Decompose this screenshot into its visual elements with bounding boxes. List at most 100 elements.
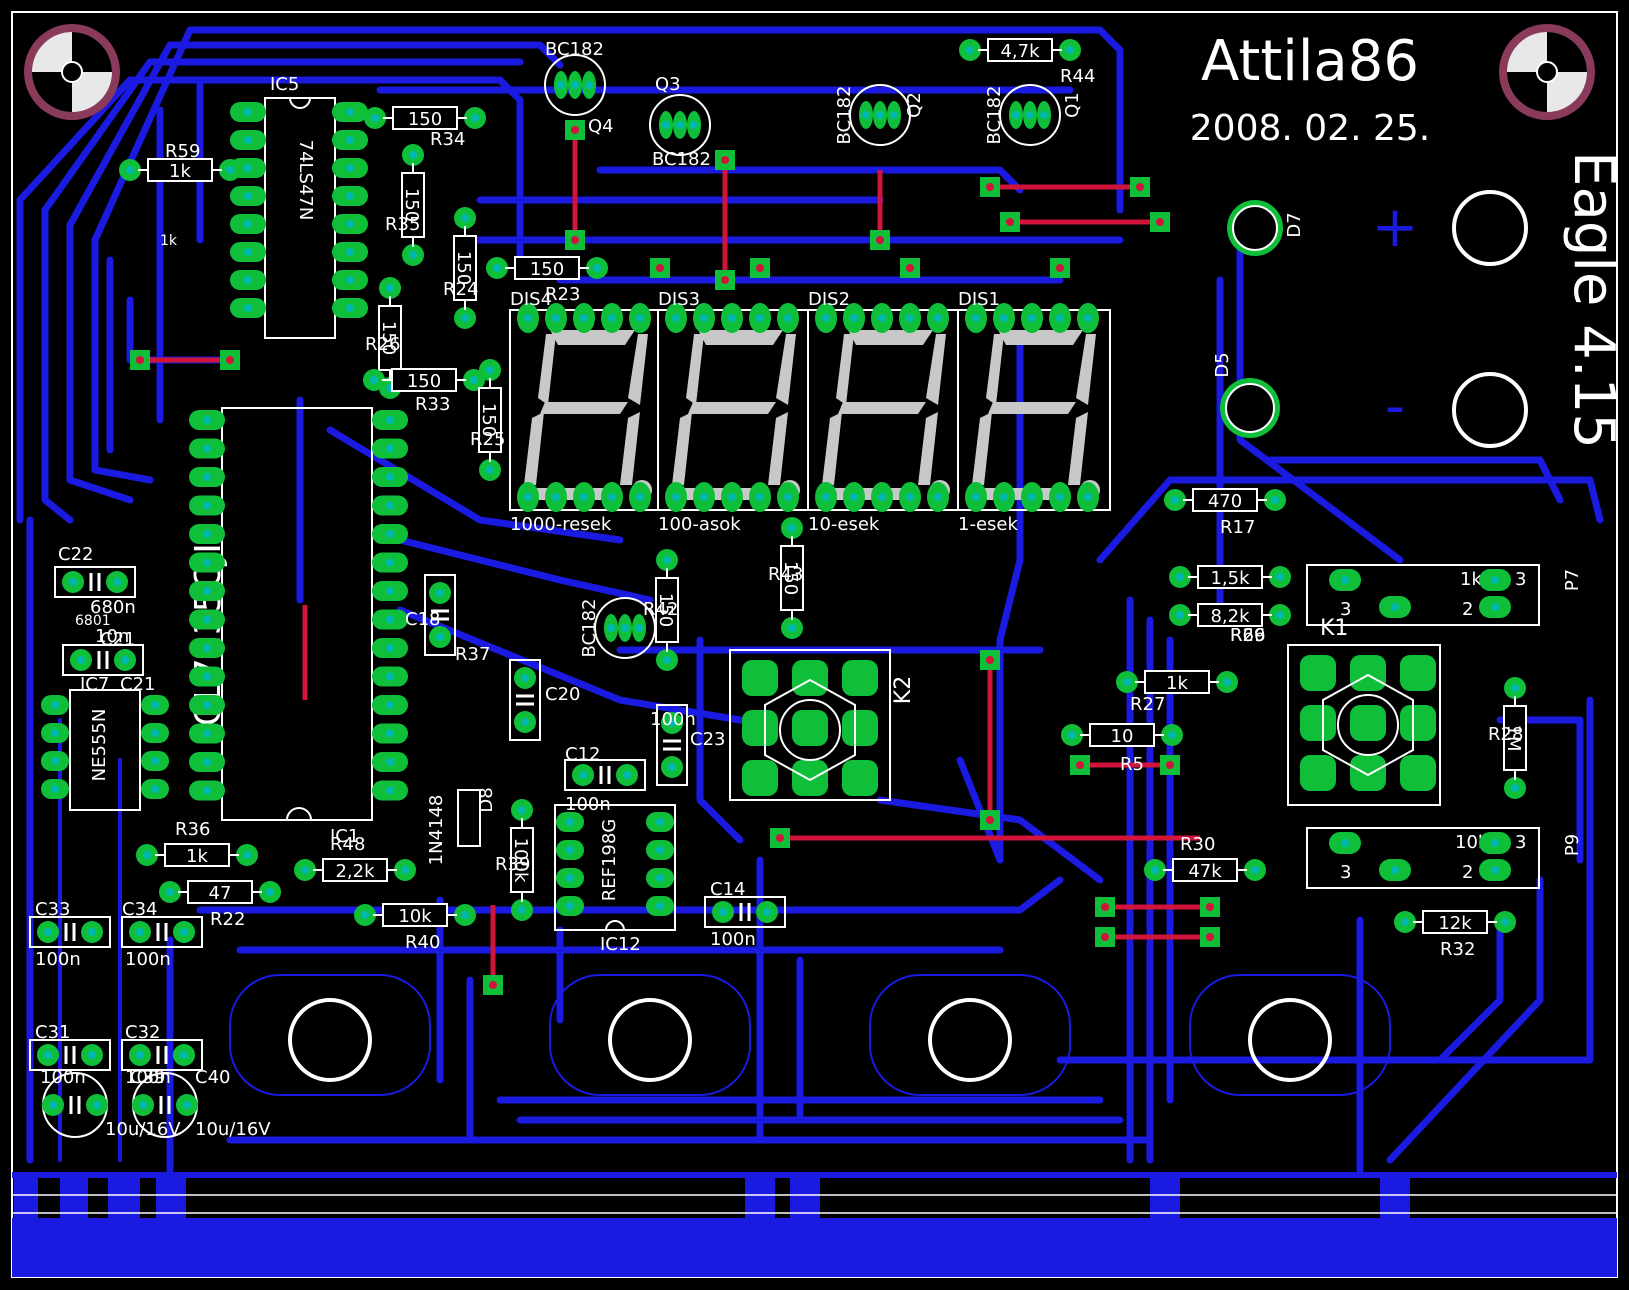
p9-ref: P9	[1562, 834, 1583, 856]
ic7-pin-hole	[51, 785, 59, 793]
capacitor-ref: C21	[100, 629, 135, 650]
via-hole	[986, 183, 994, 191]
resistor-pad-hole	[518, 906, 526, 914]
resistor-ref: R24	[443, 279, 478, 300]
transistor-pad-hole	[635, 624, 643, 632]
ic7-pin-hole	[151, 785, 159, 793]
capacitor-pad-hole	[44, 1051, 52, 1059]
ic7-ref: IC7	[80, 674, 109, 695]
ic12-pin-hole	[656, 818, 664, 826]
resistor-pad-hole	[1401, 918, 1409, 926]
capacitor-c32	[121, 1039, 203, 1071]
segment-a	[848, 330, 933, 345]
transistor-pads	[554, 71, 1051, 642]
ic12-pin-hole	[656, 846, 664, 854]
switch-pad	[1400, 705, 1436, 741]
capacitor-pad-hole	[436, 589, 444, 597]
resistor-r22: 47	[159, 880, 281, 904]
transistor-q3: Q3 BC182	[649, 74, 711, 170]
transistor-q1: BC182 Q1	[984, 84, 1083, 146]
segment-f	[986, 334, 1004, 405]
resistor-pad-hole	[593, 264, 601, 272]
switch-pad	[1300, 755, 1336, 791]
capacitor-pad-hole	[521, 718, 529, 726]
mounting-hole-top-right	[1499, 24, 1595, 120]
transistor-pad-hole	[571, 81, 579, 89]
via-hole	[136, 356, 144, 364]
ic12-ref198g: REF198G IC12	[554, 804, 676, 955]
resistor-value: 10k	[398, 906, 432, 927]
resistor-ref: R66	[1230, 625, 1265, 646]
q1-ref: Q1	[1062, 92, 1083, 118]
display-ref: DIS4	[510, 289, 552, 310]
pot-pad-hole	[1491, 839, 1499, 847]
p7-ref: P7	[1562, 569, 1583, 591]
d7-ref: D7	[1284, 212, 1305, 237]
ic12-pin-hole	[656, 902, 664, 910]
ic5-pin-hole	[346, 276, 354, 284]
resistor-value: 4,7k	[1000, 41, 1040, 62]
resistor-r27: 1k	[1116, 670, 1238, 694]
d8-part: 1N4148	[426, 795, 447, 866]
capacitor-value: 100n	[565, 794, 611, 815]
via-hole	[1006, 218, 1014, 226]
resistor-value: 100k	[510, 838, 531, 883]
display-ref: DIS2	[808, 289, 850, 310]
capacitor-pad-hole	[136, 1051, 144, 1059]
resistor-ref: R59	[165, 141, 200, 162]
display-bottom-pin-hole	[756, 493, 764, 501]
resistor-r28: 1M	[1503, 677, 1527, 799]
ic7-pin-hole	[151, 729, 159, 737]
resistor-r30: 47k	[1144, 858, 1266, 882]
resistor-value: 8,2k	[1210, 606, 1250, 627]
display-top-pin-hole	[850, 314, 858, 322]
via-hole	[1136, 183, 1144, 191]
resistor-r5: 10	[1061, 723, 1183, 747]
resistor-r32: 12k	[1394, 910, 1516, 934]
display-ref: DIS1	[958, 289, 1000, 310]
resistor-r36: 1k	[136, 843, 258, 867]
resistor-r33: 150	[363, 368, 485, 392]
resistor-r23: 150	[486, 256, 608, 280]
resistor-pad-hole	[1151, 866, 1159, 874]
capacitor-pad-hole	[136, 928, 144, 936]
resistor-pad-hole	[1501, 918, 1509, 926]
display-ref: DIS3	[658, 289, 700, 310]
ic1-pin-hole	[386, 444, 394, 453]
capacitor-value: 10n	[95, 626, 129, 647]
capacitor-c23	[656, 704, 688, 786]
resistor-pad-hole	[226, 166, 234, 174]
ic1-pin-hole	[203, 729, 211, 738]
capacitor-ref: C32	[125, 1022, 160, 1043]
switch-pad	[1350, 655, 1386, 691]
display-bottom-pin-hole	[636, 493, 644, 501]
via-hole	[906, 264, 914, 272]
display-top-pin-hole	[756, 314, 764, 322]
via-hole	[1206, 903, 1214, 911]
segment-c	[768, 412, 788, 485]
capacitor-ref: C12	[565, 744, 600, 765]
ic1-pin-hole	[386, 615, 394, 624]
resistor-value: 47k	[1188, 861, 1222, 882]
capacitor-pad-hole	[668, 763, 676, 771]
via-hole	[1101, 933, 1109, 941]
resistor-r24: 150	[453, 207, 477, 329]
transistor-pad-hole	[676, 121, 684, 129]
resistor-pad-hole	[461, 314, 469, 322]
switch-pad	[842, 710, 878, 746]
resistor-pad-hole	[1271, 496, 1279, 504]
switch-pad	[1350, 705, 1386, 741]
ic1-pin-hole	[203, 501, 211, 510]
display-top-pin-hole	[552, 314, 560, 322]
resistor-value: 1k	[169, 161, 191, 182]
display-bottom-pin-hole	[822, 493, 830, 501]
resistor-pad-hole	[166, 888, 174, 896]
display-top-pin-hole	[1000, 314, 1008, 322]
ic1-pin-hole	[203, 558, 211, 567]
via-hole	[1156, 218, 1164, 226]
ic1-pin-hole	[203, 587, 211, 595]
resistor-pad-hole	[143, 851, 151, 859]
k2-ref: K2	[891, 676, 916, 704]
via-hole	[1076, 761, 1084, 769]
display-bottom-pin-hole	[972, 493, 980, 501]
